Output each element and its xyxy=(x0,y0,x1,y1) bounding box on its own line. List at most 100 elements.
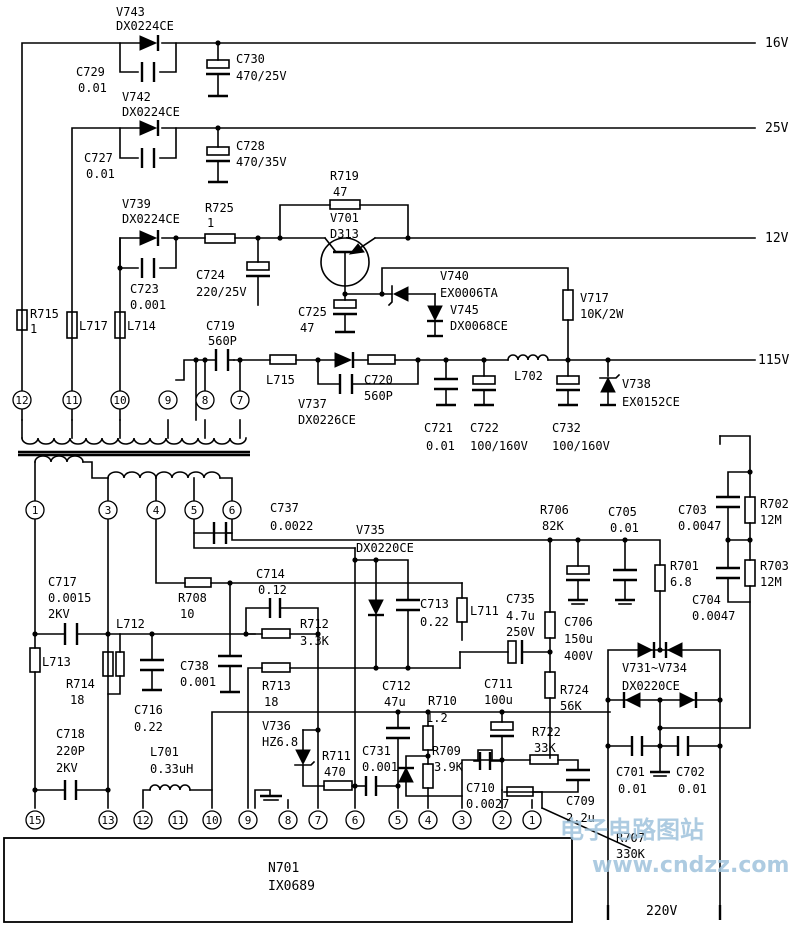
label-l711: L711 xyxy=(470,604,499,618)
label-v735-part: DX0220CE xyxy=(356,541,414,555)
inductor-l702 xyxy=(507,354,549,361)
secondary-pin-9-circle xyxy=(158,390,178,410)
label-l712: L712 xyxy=(116,617,145,631)
label-r708-value: 10 xyxy=(180,607,194,621)
label-c737-value: 0.0022 xyxy=(270,519,313,533)
label-c728-value: 470/35V xyxy=(236,155,287,169)
rail-12v-label: 12V xyxy=(765,231,789,246)
label-c731-value: 0.001 xyxy=(362,760,398,774)
ic-pin-7: 7 xyxy=(315,814,322,827)
capacitor-c722 xyxy=(472,359,496,407)
label-v731-v734: V731~V734 xyxy=(622,661,687,675)
label-r724: R724 xyxy=(560,683,589,697)
bridge-rectifier-v731-v734 xyxy=(607,642,721,708)
label-c705: C705 xyxy=(608,505,637,519)
label-c711-value: 100u xyxy=(484,693,513,707)
ic-pin-10: 10 xyxy=(205,814,218,827)
secondary-pin-12: 12 xyxy=(15,394,28,407)
label-c738: C738 xyxy=(180,659,209,673)
label-r708: R708 xyxy=(178,591,207,605)
ic-pin-12-circle xyxy=(133,810,153,830)
capacitor-c721 xyxy=(434,359,458,407)
ic-pin-13: 13 xyxy=(101,814,114,827)
secondary-pin-9: 9 xyxy=(165,394,172,407)
label-c716-value: 0.22 xyxy=(134,720,163,734)
zener-v736 xyxy=(294,729,325,787)
label-r709-value: 3.9K xyxy=(434,760,464,774)
ic-label: N701 xyxy=(268,861,299,876)
label-v742: V742 xyxy=(122,90,151,104)
label-c703: C703 xyxy=(678,503,707,517)
primary-pin-1-circle xyxy=(25,500,45,520)
label-c709: C709 xyxy=(566,794,595,808)
ic-pin-2: 2 xyxy=(499,814,506,827)
label-c713-value: 0.22 xyxy=(420,615,449,629)
capacitor-c737 xyxy=(193,522,661,566)
label-v739-part: DX0224CE xyxy=(122,212,180,226)
ic-pin-11: 11 xyxy=(171,814,184,827)
label-c718-rating: 2KV xyxy=(56,761,78,775)
secondary-pin-11: 11 xyxy=(65,394,78,407)
capacitor-c706 xyxy=(566,539,590,605)
ic-pin-9-circle xyxy=(238,810,258,830)
transformer-primary xyxy=(34,455,233,501)
label-c702: C702 xyxy=(676,765,705,779)
label-c706-rating: 400V xyxy=(564,649,593,663)
secondary-pin-8-circle xyxy=(195,390,215,410)
label-c716: C716 xyxy=(134,703,163,717)
label-c737: C737 xyxy=(270,501,299,515)
label-c718: C718 xyxy=(56,727,85,741)
label-c704-value: 0.0047 xyxy=(692,609,735,623)
label-c704: C704 xyxy=(692,593,721,607)
secondary-pin-8: 8 xyxy=(202,394,209,407)
label-c712-value: 47u xyxy=(384,695,406,709)
ac-input-label: 220V xyxy=(646,904,677,919)
label-v743: V743 xyxy=(116,5,145,19)
ic-pin-8-circle xyxy=(278,810,298,830)
label-v740-part: EX0006TA xyxy=(440,286,499,300)
label-c723: C723 xyxy=(130,282,159,296)
label-r703: R703 xyxy=(760,559,789,573)
rail-16v xyxy=(21,42,756,421)
ic-pin-15-circle xyxy=(25,810,45,830)
label-c730-value: 470/25V xyxy=(236,69,287,83)
resistor-r706-chain xyxy=(544,539,556,759)
ic-pin-6: 6 xyxy=(352,814,359,827)
label-r703-value: 12M xyxy=(760,575,782,589)
label-r702-value: 12M xyxy=(760,513,782,527)
ic-pin-7-circle xyxy=(308,810,328,830)
inductor-l711 xyxy=(456,582,468,641)
label-l714: L714 xyxy=(127,319,156,333)
label-r706-value: 82K xyxy=(542,519,564,533)
label-c717-rating: 2KV xyxy=(48,607,70,621)
ic-pin-3-circle xyxy=(452,810,472,830)
capacitor-c725 xyxy=(333,299,357,334)
inductor-l715 xyxy=(269,354,297,365)
primary-pin-4: 4 xyxy=(153,504,160,517)
label-c721: C721 xyxy=(424,421,453,435)
label-v745-part: DX0068CE xyxy=(450,319,508,333)
primary-pin-5-circle xyxy=(184,500,204,520)
label-r714: R714 xyxy=(66,677,95,691)
ic-pin-1-circle xyxy=(522,810,542,830)
capacitor-c728 xyxy=(206,127,230,184)
label-c730: C730 xyxy=(236,52,265,66)
label-r711-value: 470 xyxy=(324,765,346,779)
label-l702: L702 xyxy=(514,369,543,383)
label-c724-value: 220/25V xyxy=(196,285,247,299)
label-c701-value: 0.01 xyxy=(618,782,647,796)
capacitor-c718 xyxy=(34,780,109,800)
diode-v742 xyxy=(119,120,177,168)
label-c713: C713 xyxy=(420,597,449,611)
label-v736-part: HZ6.8 xyxy=(262,735,298,749)
label-c717: C717 xyxy=(48,575,77,589)
resistor-r722 xyxy=(501,754,590,793)
primary-pin-5: 5 xyxy=(191,504,198,517)
resistor-r702-r703 xyxy=(659,496,756,729)
primary-pin-1: 1 xyxy=(32,504,39,517)
label-c725-value: 47 xyxy=(300,321,314,335)
label-r710: R710 xyxy=(428,694,457,708)
